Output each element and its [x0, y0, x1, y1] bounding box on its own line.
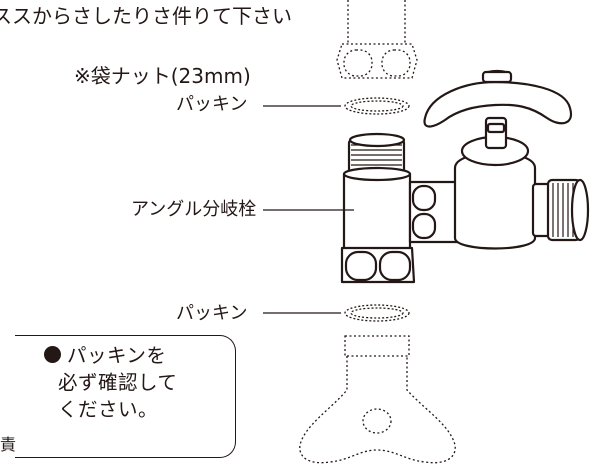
leader-lines	[263, 105, 354, 314]
note-line-1: パッキンを	[36, 342, 226, 369]
dashed-faucet-base	[299, 335, 456, 464]
label-packing-top: パッキン	[176, 94, 248, 115]
clipped-left-glyph: 責	[0, 435, 17, 454]
packing-ring-bottom	[344, 304, 410, 322]
clipped-top-text: ススからさしたりさ件りて下さい	[0, 4, 292, 28]
note-line-2: 必ず確認して	[58, 371, 178, 394]
label-angle-valve: アングル分岐栓	[131, 199, 257, 220]
note-box	[15, 335, 236, 458]
bullet-icon	[44, 346, 61, 363]
packing-ring-top	[344, 97, 410, 115]
label-packing-bottom: パッキン	[176, 303, 248, 324]
angle-valve	[340, 69, 590, 284]
note-line-1-text: パッキンを	[67, 344, 167, 367]
dashed-pipe-top	[347, 0, 406, 44]
dashed-nut	[336, 43, 418, 79]
note-line-3: ください。	[58, 398, 159, 421]
label-cap-nut: ※袋ナット(23mm)	[74, 64, 251, 88]
note-text: パッキンを 必ず確認して ください。	[36, 342, 226, 423]
